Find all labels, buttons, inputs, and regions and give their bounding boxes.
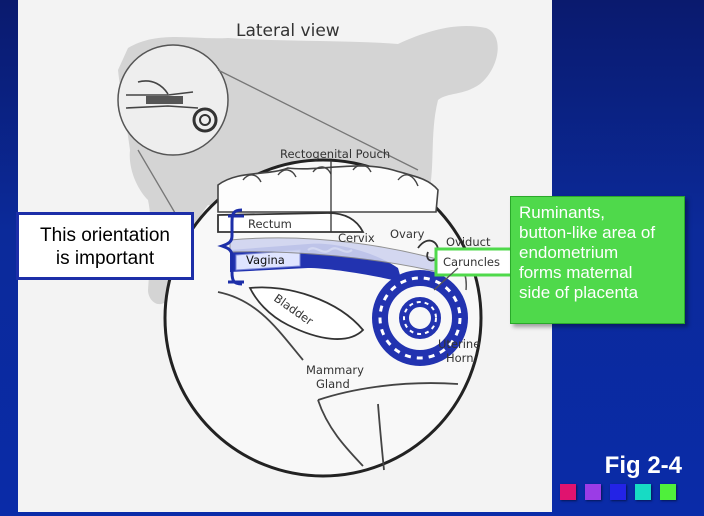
square-purple bbox=[585, 484, 601, 500]
ruminants-callout-line-3: endometrium bbox=[519, 243, 619, 262]
label-mammary-2: Gland bbox=[316, 377, 350, 391]
figure-caption: Fig 2-4 bbox=[604, 452, 682, 479]
reproductive-tract-diagram: Lateral view Rectogenital Pouch Rectum C… bbox=[117, 21, 526, 478]
bladder-shape bbox=[248, 286, 365, 340]
mammary-gland-shape bbox=[317, 399, 385, 471]
ruminants-callout-line-4: forms maternal bbox=[519, 263, 633, 282]
ruminants-callout-line-2: button-like area of bbox=[519, 223, 656, 242]
label-rectum: Rectum bbox=[248, 217, 292, 231]
figure-panel: Lateral view Rectogenital Pouch Rectum C… bbox=[18, 0, 552, 512]
decorative-squares bbox=[560, 484, 676, 500]
ruminants-callout: Ruminants, button-like area of endometri… bbox=[510, 196, 685, 324]
small-horn-coil bbox=[192, 107, 218, 133]
small-uterus-dark bbox=[146, 96, 183, 104]
label-vagina: Vagina bbox=[246, 253, 285, 267]
small-tract-sketch bbox=[125, 80, 199, 109]
square-green bbox=[660, 484, 676, 500]
diagram-title: Lateral view bbox=[236, 21, 340, 41]
rectum-shape bbox=[217, 212, 365, 233]
label-ovary: Ovary bbox=[390, 227, 425, 241]
label-rectogenital-pouch: Rectogenital Pouch bbox=[280, 147, 390, 161]
label-oviduct: Oviduct bbox=[446, 235, 491, 249]
ruminants-callout-line-5: side of placenta bbox=[519, 283, 639, 302]
square-blue bbox=[610, 484, 626, 500]
orientation-callout: This orientation is important bbox=[16, 212, 194, 280]
label-cervix: Cervix bbox=[338, 231, 375, 245]
label-uterine-horn-1: Uterine bbox=[438, 337, 480, 351]
ruminants-callout-line-1: Ruminants, bbox=[519, 203, 605, 222]
orientation-callout-line-2: is important bbox=[55, 248, 155, 269]
label-mammary-1: Mammary bbox=[306, 363, 364, 377]
square-magenta bbox=[560, 484, 576, 500]
square-cyan bbox=[635, 484, 651, 500]
label-uterine-horn-2: Horn bbox=[446, 351, 474, 365]
spine bbox=[217, 165, 439, 213]
orientation-callout-line-1: This orientation bbox=[40, 225, 170, 246]
label-caruncles: Caruncles bbox=[443, 255, 500, 269]
